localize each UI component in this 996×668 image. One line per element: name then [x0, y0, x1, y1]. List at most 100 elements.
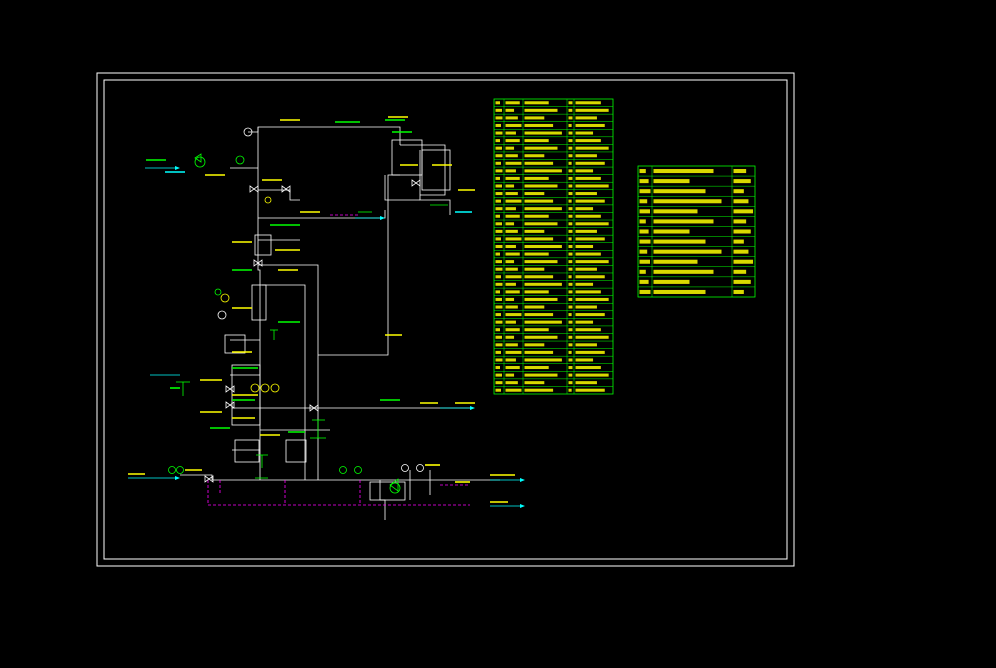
- table-cell: [568, 131, 573, 135]
- table-cell: [524, 108, 558, 112]
- table-cell: [505, 184, 515, 188]
- instrument-bubble-icon: [217, 310, 227, 320]
- table-cell: [524, 373, 558, 377]
- table-cell: [575, 328, 601, 332]
- table-cell: [495, 116, 503, 120]
- equipment: [224, 139, 451, 501]
- table-cell: [575, 335, 609, 339]
- table-cell: [495, 192, 503, 196]
- table-cell: [495, 373, 502, 377]
- table-cell: [524, 358, 562, 362]
- table-cell: [568, 139, 573, 143]
- table-cell: [568, 108, 573, 112]
- table-cell: [505, 320, 516, 324]
- table-cell: [524, 290, 549, 294]
- table-cell: [495, 313, 501, 317]
- table-cell: [495, 123, 501, 127]
- valve-icon: [253, 259, 263, 267]
- table-cell: [575, 305, 597, 309]
- table-cell: [575, 282, 594, 286]
- table-cell: [495, 214, 500, 218]
- table-cell: [524, 146, 558, 150]
- table-cell: [575, 388, 605, 392]
- table-cell: [505, 116, 518, 120]
- table-cell: [568, 297, 573, 301]
- table-cell: [653, 249, 722, 254]
- table-cell: [575, 116, 597, 120]
- table-cell: [495, 176, 500, 180]
- table-cell: [568, 282, 573, 286]
- instrument-bubble-icon: [220, 293, 230, 303]
- table-cell: [505, 313, 522, 317]
- table-cell: [568, 328, 573, 332]
- table-cell: [568, 207, 573, 211]
- flow-arrow-icon: [520, 504, 525, 508]
- table-cell: [505, 101, 520, 105]
- table-cell: [653, 259, 698, 264]
- table-cell: [524, 237, 554, 241]
- instrument-bubble-icon: [250, 383, 260, 393]
- table-cell: [575, 350, 605, 354]
- table-cell: [575, 237, 605, 241]
- table-cell: [505, 290, 520, 294]
- table-cell: [575, 373, 609, 377]
- table-cell: [495, 222, 502, 226]
- table-cell: [575, 199, 605, 203]
- table-cell: [568, 252, 573, 256]
- instrument-bubble-icon: [401, 464, 409, 472]
- tank-icon: [234, 439, 260, 463]
- table-cell: [505, 267, 518, 271]
- table-cell: [524, 101, 549, 105]
- valve-icon: [249, 185, 259, 193]
- table-cell: [575, 252, 601, 256]
- instrument-bubble-icon: [243, 127, 253, 137]
- table-cell: [575, 222, 609, 226]
- table-cell: [495, 290, 500, 294]
- table-cell: [524, 229, 545, 233]
- table-cell: [505, 305, 518, 309]
- table-cell: [733, 289, 744, 294]
- table-cell: [568, 275, 572, 279]
- valve-icon: [411, 179, 421, 187]
- table-cell: [733, 239, 744, 244]
- table-cell: [505, 373, 515, 377]
- table-cell: [524, 123, 554, 127]
- table-cell: [575, 320, 594, 324]
- table-cell: [733, 229, 751, 234]
- table-cell: [505, 199, 522, 203]
- table-cell: [524, 207, 562, 211]
- table-cell: [568, 267, 573, 271]
- table-cell: [495, 229, 503, 233]
- table-cell: [495, 297, 502, 301]
- table-cell: [524, 267, 545, 271]
- table-cell: [505, 237, 522, 241]
- table-cell: [568, 260, 573, 264]
- table-cell: [505, 176, 520, 180]
- table-cell: [568, 123, 572, 127]
- valve-icon: [225, 401, 235, 409]
- table-cell: [568, 154, 573, 158]
- table-cell: [568, 161, 572, 165]
- table-cell: [733, 189, 744, 194]
- legend-table: [637, 165, 756, 298]
- table-cell: [495, 237, 501, 241]
- tank-icon: [224, 334, 246, 354]
- table-cell: [653, 269, 714, 274]
- table-cell: [524, 350, 554, 354]
- table-cell: [653, 209, 698, 214]
- instrument-bubble-icon: [270, 383, 280, 393]
- table-cell: [524, 305, 545, 309]
- table-cell: [568, 146, 573, 150]
- equipment-list-table: [493, 98, 614, 395]
- table-cell: [568, 222, 573, 226]
- table-cell: [568, 176, 573, 180]
- table-cell: [505, 131, 516, 135]
- table-cell: [505, 146, 515, 150]
- table-cell: [568, 244, 573, 249]
- table-cell: [639, 229, 649, 234]
- valve-icon: [281, 185, 291, 193]
- table-cell: [568, 358, 573, 362]
- table-cell: [639, 269, 646, 274]
- pipe-network: [180, 126, 500, 520]
- table-cell: [653, 279, 690, 284]
